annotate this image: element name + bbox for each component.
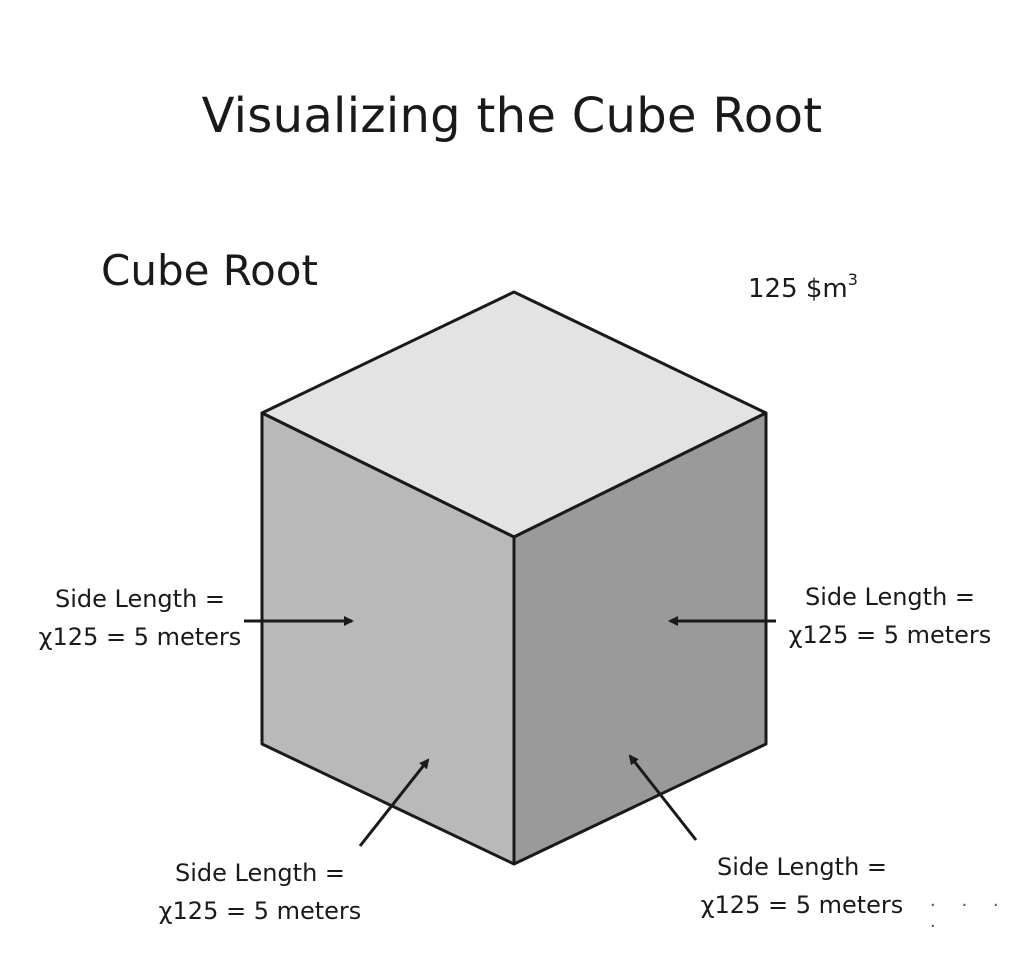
volume-value: 125 $m xyxy=(748,274,848,304)
volume-exponent: 3 xyxy=(847,270,858,289)
decorative-dots: . . . . xyxy=(930,890,1009,932)
volume-label: 125 $m3 xyxy=(748,270,858,304)
diagram-subtitle: Cube Root xyxy=(101,246,318,295)
side-length-label-right: Side Length = χ125 = 5 meters xyxy=(770,578,1010,654)
arrow-bottom-left xyxy=(358,758,430,847)
label-left-line2: χ125 = 5 meters xyxy=(38,623,242,651)
label-bottom-right-line1: Side Length = xyxy=(716,853,888,881)
side-length-label-left: Side Length = χ125 = 5 meters xyxy=(20,580,260,656)
label-bottom-right-line2: χ125 = 5 meters xyxy=(700,891,904,919)
cube-right-face xyxy=(512,411,768,866)
label-bottom-left-line2: χ125 = 5 meters xyxy=(158,897,362,925)
arrow-bottom-right xyxy=(628,754,698,841)
label-right-line2: χ125 = 5 meters xyxy=(788,621,992,649)
side-length-label-bottom-left: Side Length = χ125 = 5 meters xyxy=(140,854,380,930)
label-left-line1: Side Length = xyxy=(54,585,226,613)
label-bottom-left-line1: Side Length = xyxy=(174,859,346,887)
side-length-label-bottom-right: Side Length = χ125 = 5 meters xyxy=(682,848,922,924)
label-right-line1: Side Length = xyxy=(804,583,976,611)
diagram-title: Visualizing the Cube Root xyxy=(201,88,823,144)
